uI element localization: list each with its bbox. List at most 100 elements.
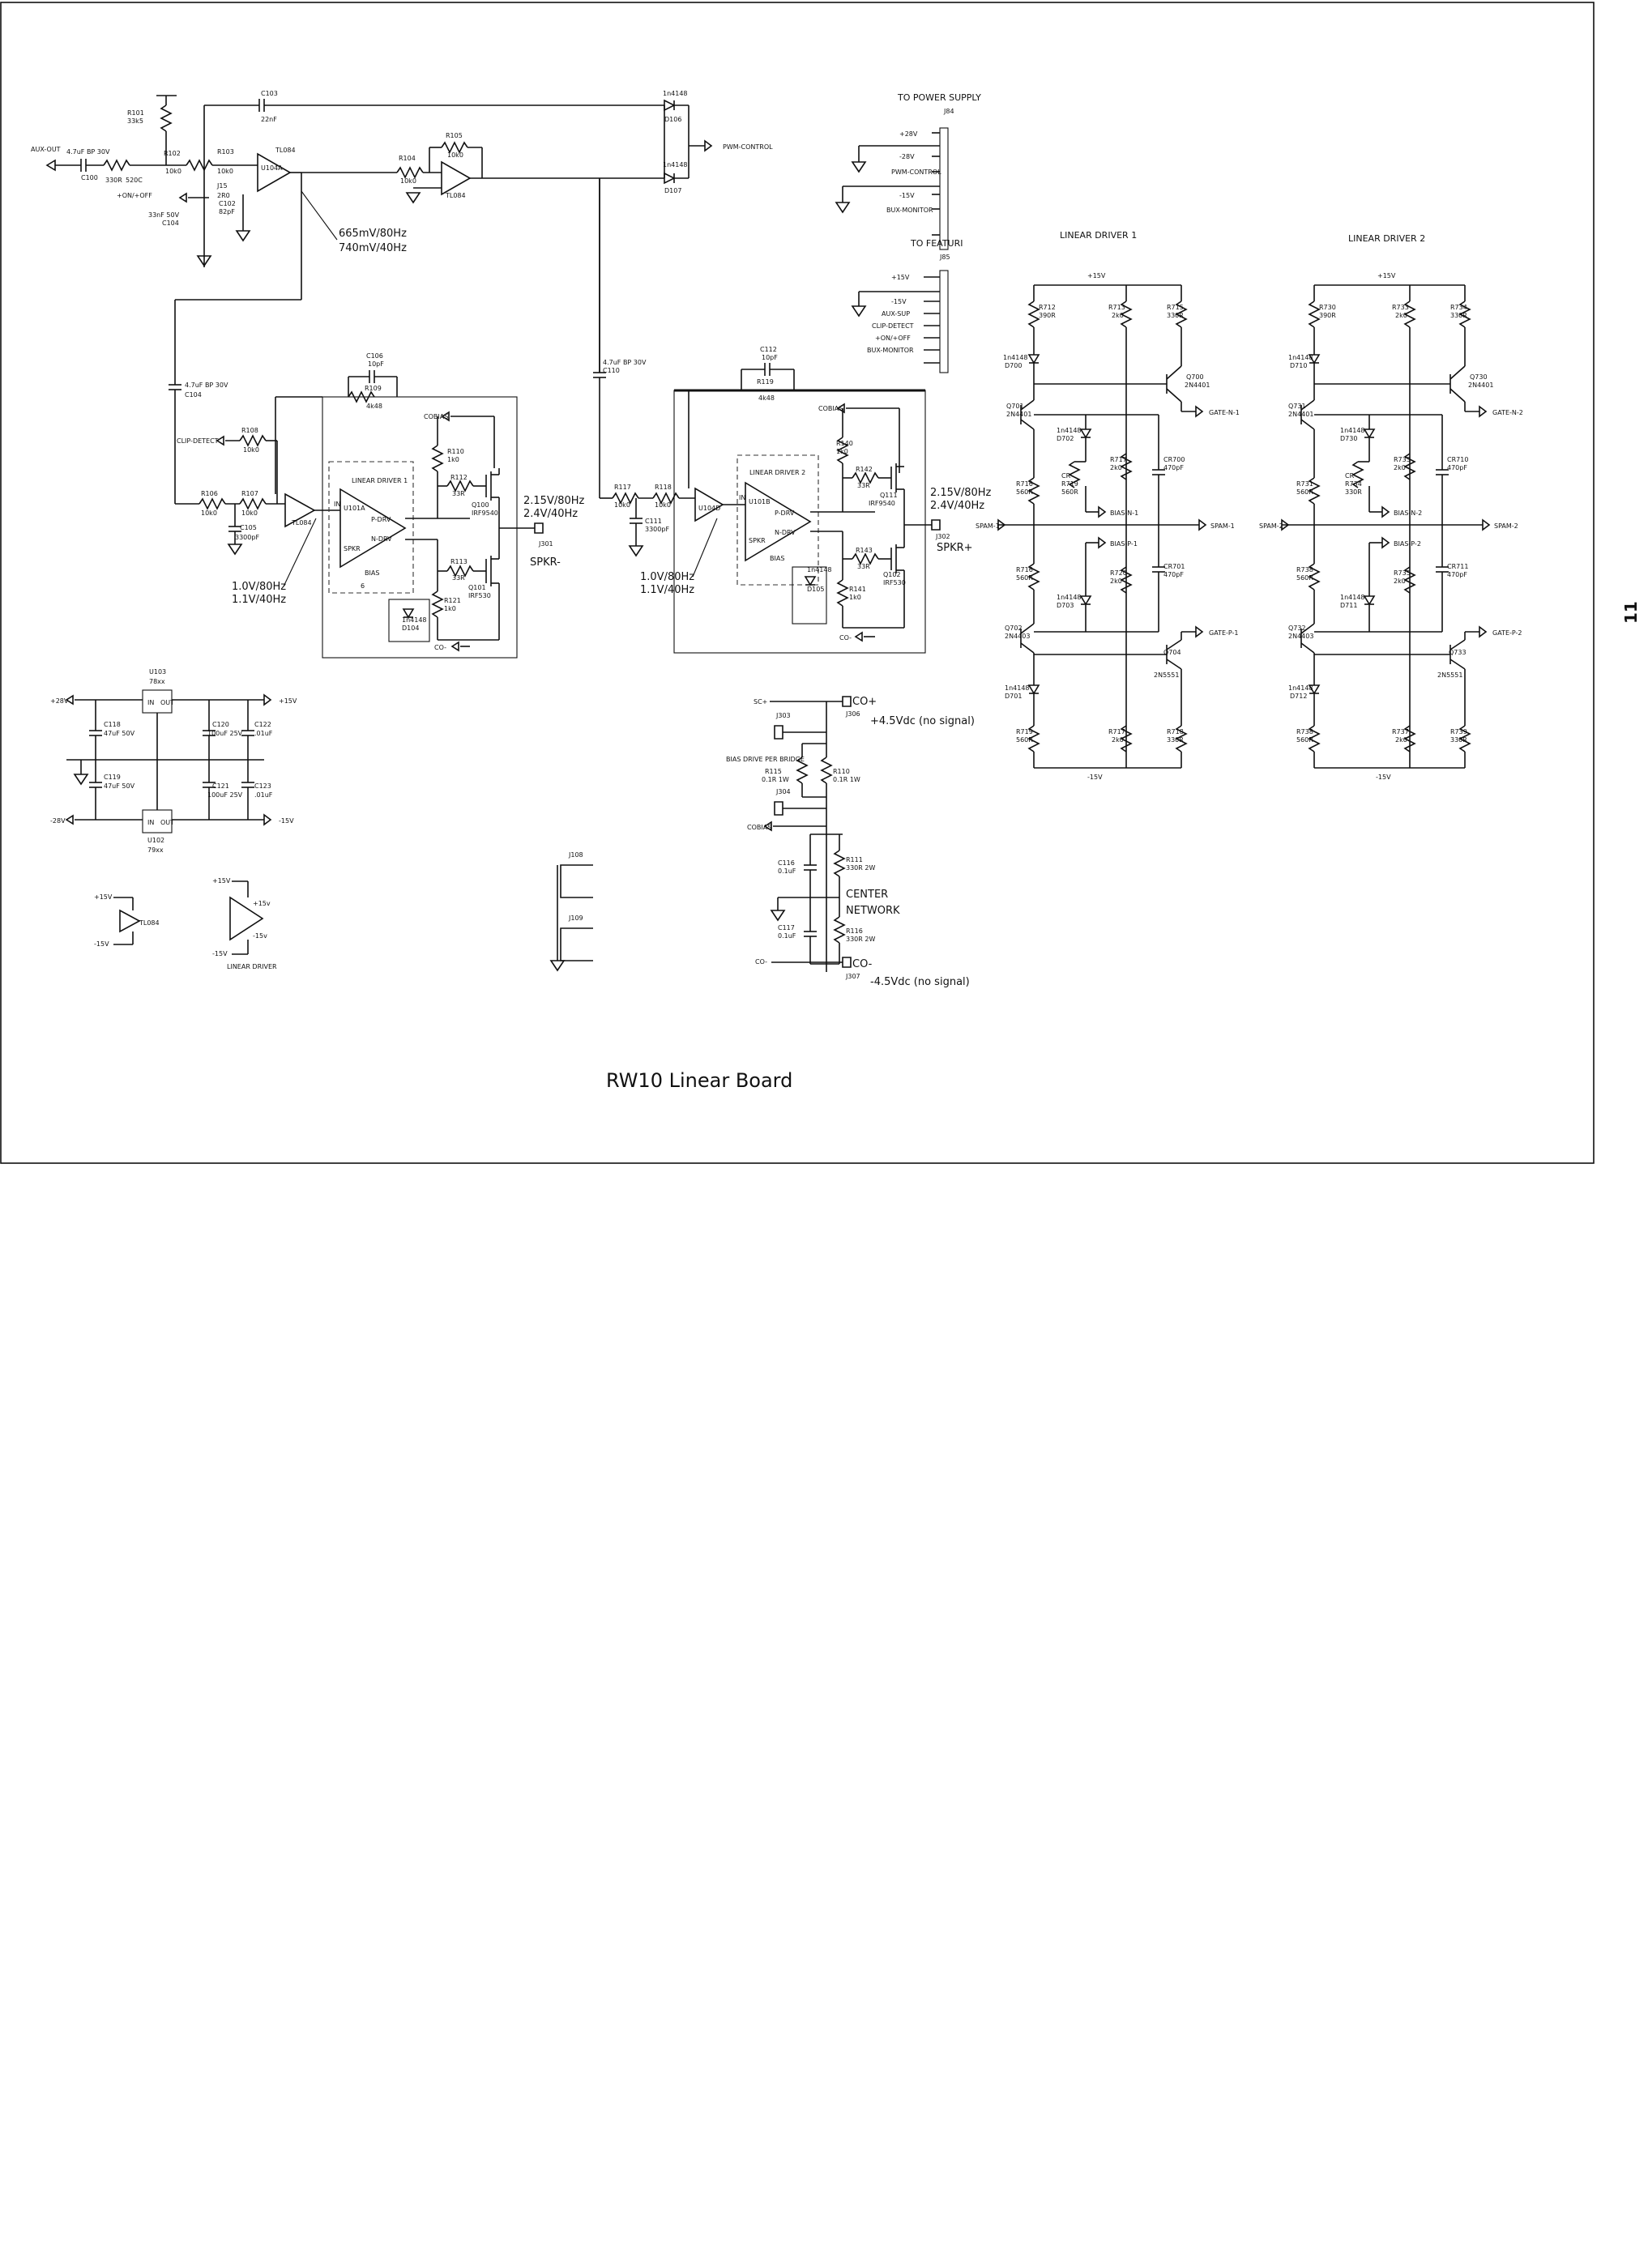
svg-text:Q732: Q732 (1288, 625, 1306, 632)
svg-text:560R: 560R (1016, 736, 1033, 744)
svg-text:J306: J306 (845, 710, 860, 718)
svg-text:TO FEATURI: TO FEATURI (910, 238, 963, 249)
linear-driver-2-opamp (745, 481, 812, 562)
svg-text:22nF: 22nF (261, 116, 277, 123)
svg-text:330R 2W: 330R 2W (846, 936, 875, 943)
svg-text:6: 6 (361, 582, 365, 590)
svg-text:SPKR-: SPKR- (530, 556, 561, 569)
svg-text:J109: J109 (568, 914, 583, 922)
svg-text:J84: J84 (943, 108, 954, 115)
svg-text:BIAS DRIVE PER BRIDGE: BIAS DRIVE PER BRIDGE (726, 756, 805, 763)
svg-text:10k0: 10k0 (447, 151, 463, 159)
svg-text:PWM-CONTROL: PWM-CONTROL (891, 168, 941, 176)
svg-text:CLIP-DETECT: CLIP-DETECT (177, 437, 219, 445)
svg-text:1.1V/40Hz: 1.1V/40Hz (232, 594, 286, 606)
svg-text:1n4148: 1n4148 (663, 161, 688, 168)
svg-text:BIAS-P-2: BIAS-P-2 (1394, 540, 1421, 548)
svg-text:OUT: OUT (160, 699, 174, 706)
svg-text:R739: R739 (1450, 728, 1467, 735)
svg-text:IN: IN (147, 819, 154, 826)
opamp-power-symbols: +15V -15V TL084 +15V -15V +15v -15v LINE… (94, 877, 277, 970)
svg-text:-15V: -15V (891, 298, 907, 305)
svg-text:2N4403: 2N4403 (1005, 633, 1030, 640)
svg-text:0.1R 1W: 0.1R 1W (762, 776, 789, 783)
svg-text:R733: R733 (1392, 304, 1409, 311)
svg-text:470pF: 470pF (1447, 571, 1467, 578)
svg-text:D104: D104 (402, 625, 419, 632)
svg-text:C116: C116 (778, 859, 795, 867)
svg-text:CR700: CR700 (1163, 456, 1185, 463)
svg-text:2N4401: 2N4401 (1006, 411, 1031, 418)
svg-text:CR: CR (1061, 472, 1071, 480)
svg-text:560R: 560R (1016, 574, 1033, 582)
svg-text:COBIAS: COBIAS (424, 413, 448, 420)
svg-text:R108: R108 (241, 427, 258, 434)
svg-text:Q730: Q730 (1470, 373, 1488, 381)
power-supply-connector: TO POWER SUPPLY J84 +28V -28V PWM-CONTRO… (835, 92, 981, 250)
svg-text:10pF: 10pF (762, 354, 778, 361)
svg-text:R716: R716 (1016, 480, 1033, 488)
svg-text:1n4148: 1n4148 (1288, 354, 1313, 361)
svg-text:CO+: CO+ (852, 696, 877, 708)
channel-1-amplifier: 4.7uF BP 30V C104 CLIP-DETECT R108 10k0 … (169, 299, 585, 659)
svg-text:+ON/+OFF: +ON/+OFF (875, 335, 911, 342)
svg-text:U101A: U101A (344, 505, 365, 512)
svg-text:R121: R121 (444, 597, 461, 604)
svg-text:1n4148: 1n4148 (1003, 354, 1028, 361)
svg-text:1n4148: 1n4148 (1288, 684, 1313, 692)
svg-text:2k0: 2k0 (1112, 736, 1124, 744)
svg-text:J15: J15 (216, 182, 228, 190)
svg-text:R713: R713 (1108, 304, 1125, 311)
svg-text:LINEAR DRIVER 2: LINEAR DRIVER 2 (749, 469, 805, 476)
svg-text:Q702: Q702 (1005, 625, 1023, 632)
svg-text:740mV/40Hz: 740mV/40Hz (339, 242, 407, 254)
svg-text:R717: R717 (1110, 456, 1127, 463)
svg-text:CR710: CR710 (1447, 456, 1468, 463)
svg-text:D712: D712 (1290, 693, 1307, 700)
svg-text:+28V: +28V (899, 130, 918, 138)
svg-text:470pF: 470pF (1447, 464, 1467, 471)
svg-text:2R0: 2R0 (217, 192, 230, 199)
svg-text:2k0: 2k0 (1394, 578, 1406, 585)
svg-text:R105: R105 (446, 132, 463, 139)
svg-text:J303: J303 (775, 712, 791, 719)
svg-text:Q704: Q704 (1163, 649, 1181, 656)
svg-text:82pF: 82pF (219, 208, 235, 215)
power-regulator-section: +28V -28V IN OUT IN OUT U103 78xx U102 7… (50, 668, 297, 854)
svg-text:NETWORK: NETWORK (846, 905, 900, 917)
svg-text:C103: C103 (261, 90, 278, 97)
svg-text:R101: R101 (127, 109, 144, 117)
svg-text:J301: J301 (538, 540, 553, 548)
svg-text:2N5551: 2N5551 (1154, 671, 1179, 679)
svg-text:N-DRV: N-DRV (371, 535, 392, 543)
svg-text:D710: D710 (1290, 362, 1307, 369)
svg-text:2N4401: 2N4401 (1288, 411, 1313, 418)
svg-text:+15V: +15V (94, 893, 113, 901)
svg-text:2.4V/40Hz: 2.4V/40Hz (930, 500, 984, 512)
svg-text:D711: D711 (1340, 602, 1357, 609)
svg-text:R113: R113 (450, 558, 468, 565)
svg-text:-15V: -15V (279, 817, 294, 825)
svg-text:R106: R106 (201, 490, 218, 497)
svg-text:J108: J108 (568, 851, 583, 859)
svg-text:LINEAR DRIVER 1: LINEAR DRIVER 1 (1060, 230, 1137, 241)
svg-text:10k0: 10k0 (217, 168, 233, 175)
input-port (45, 159, 56, 172)
svg-text:BIAS-N-2: BIAS-N-2 (1394, 509, 1422, 517)
svg-text:TL084: TL084 (291, 519, 312, 526)
r104-resistor (396, 166, 424, 179)
svg-text:CO-: CO- (434, 644, 446, 651)
svg-text:330R 2W: 330R 2W (846, 864, 875, 872)
svg-text:P-DRV: P-DRV (371, 516, 391, 523)
svg-text:4k48: 4k48 (366, 403, 382, 410)
svg-text:.01uF: .01uF (254, 730, 273, 737)
svg-text:-28V: -28V (899, 153, 915, 160)
svg-text:U104A: U104A (261, 164, 283, 172)
svg-text:P-DRV: P-DRV (775, 509, 795, 517)
svg-text:SPKR: SPKR (749, 537, 766, 544)
ground-connectors: J108 J109 (549, 851, 593, 972)
svg-text:R141: R141 (849, 586, 866, 593)
r101-resistor (160, 104, 173, 132)
svg-text:D702: D702 (1057, 435, 1074, 442)
svg-text:CLIP-DETECT: CLIP-DETECT (872, 322, 914, 330)
